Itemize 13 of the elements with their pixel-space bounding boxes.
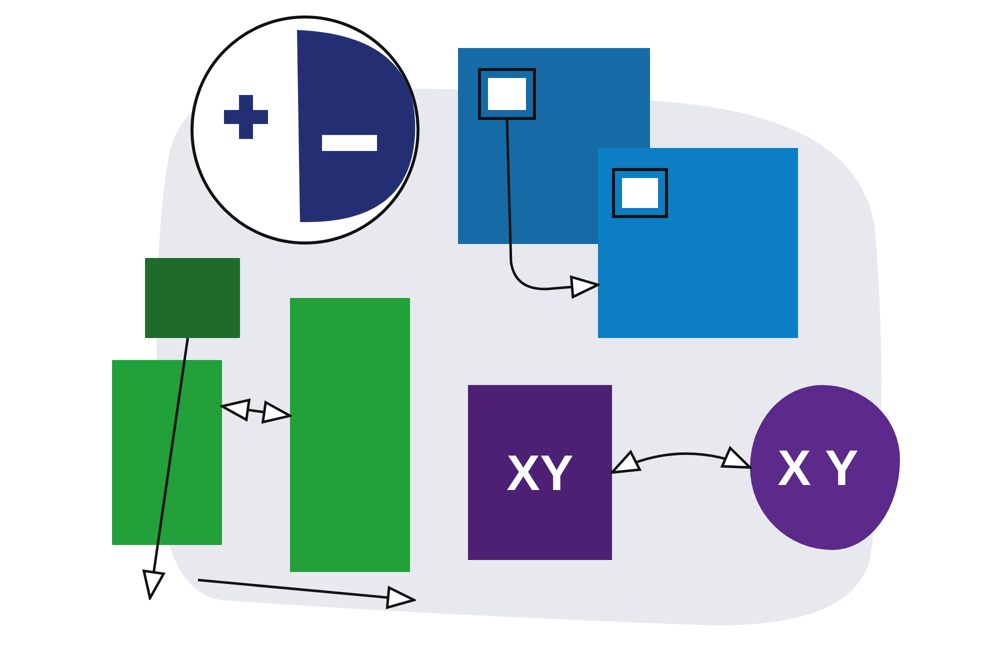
inner-square xyxy=(612,168,668,218)
double-arrow xyxy=(610,447,752,474)
arrow xyxy=(506,120,600,298)
square-panel xyxy=(598,148,798,338)
bar xyxy=(145,258,240,338)
inner-square xyxy=(478,68,536,120)
double-arrow xyxy=(220,398,292,424)
arrow xyxy=(142,338,189,600)
node-label: XY xyxy=(506,448,574,498)
bar xyxy=(112,360,222,545)
xy-box xyxy=(468,385,612,560)
bar xyxy=(290,298,410,572)
node-label: XY xyxy=(778,442,872,492)
